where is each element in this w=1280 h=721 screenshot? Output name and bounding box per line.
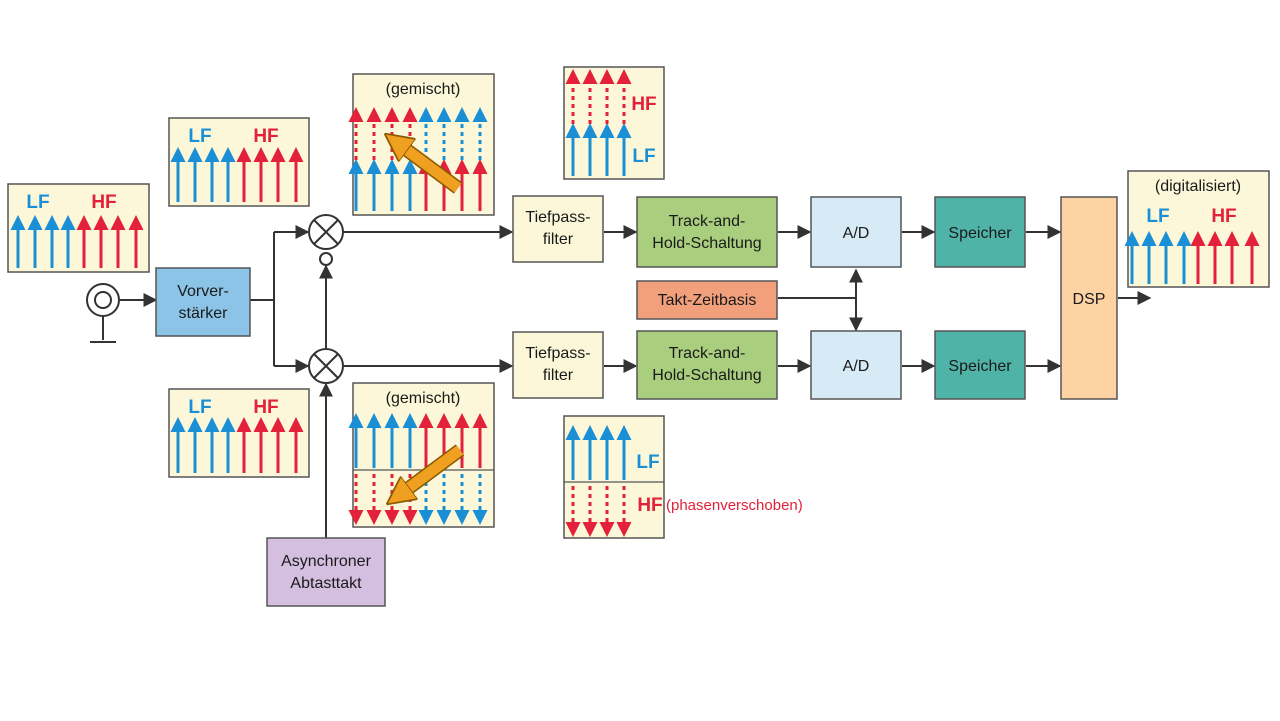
lowpass-top-label-1: Tiefpass- — [525, 209, 590, 226]
spectrum-output-lf-label: LF — [1146, 206, 1169, 227]
dsp-label: DSP — [1073, 291, 1106, 308]
spectrum-filtered-top-hf-label: HF — [631, 94, 656, 115]
ad-converter-top: A/D — [810, 196, 902, 268]
spectrum-mixed-bottom: (gemischt) — [348, 382, 495, 528]
spectrum-filtered-top: HF LF — [563, 66, 665, 180]
speicher-top-label: Speicher — [948, 225, 1012, 242]
track-hold-top: Track-and- Hold-Schaltung — [636, 196, 778, 268]
spectrum-output-hf-label: HF — [1211, 206, 1236, 227]
async-clock-label-2: Abtasttakt — [290, 575, 362, 592]
spectrum-input: LF HF — [7, 183, 150, 273]
spectrum-mixer-top-in: LF HF — [168, 117, 310, 207]
speicher-bottom-label: Speicher — [948, 358, 1012, 375]
lowpass-filter-bottom: Tiefpass- filter — [512, 331, 604, 399]
ad-converter-bottom: A/D — [810, 330, 902, 400]
connections — [120, 225, 1152, 538]
async-clock-label-1: Asynchroner — [281, 553, 371, 570]
spectrum-filtered-bottom-hf-label: HF — [637, 495, 662, 516]
async-clock-block: Asynchroner Abtasttakt — [266, 537, 386, 607]
spectrum-mixer-bottom-hf-label: HF — [253, 397, 278, 418]
spectrum-output-title: (digitalisiert) — [1155, 178, 1241, 195]
spectrum-mixed-top-title: (gemischt) — [386, 81, 461, 98]
mixer-bottom — [308, 348, 344, 384]
lowpass-bottom-label-2: filter — [543, 367, 574, 384]
spectrum-filtered-bottom: LF HF (phasenverschoben) — [563, 415, 803, 539]
preamp-label-1: Vorver- — [177, 283, 229, 300]
spectrum-output: (digitalisiert) LF HF — [1124, 170, 1270, 288]
speicher-bottom: Speicher — [934, 330, 1026, 400]
spectrum-mixer-top-lf-label: LF — [188, 126, 211, 147]
lowpass-bottom-label-1: Tiefpass- — [525, 345, 590, 362]
ad-bottom-label: A/D — [843, 358, 870, 375]
dsp-block: DSP — [1060, 196, 1118, 400]
spectrum-mixer-top-hf-label: HF — [253, 126, 278, 147]
spectrum-filtered-bottom-lf-label: LF — [636, 452, 659, 473]
mixer-top — [308, 214, 344, 266]
takt-zeitbasis-block: Takt-Zeitbasis — [636, 280, 778, 320]
track-hold-bottom-label-2: Hold-Schaltung — [652, 367, 761, 384]
track-hold-bottom: Track-and- Hold-Schaltung — [636, 330, 778, 400]
track-hold-bottom-label-1: Track-and- — [669, 345, 746, 362]
lowpass-top-label-2: filter — [543, 231, 574, 248]
track-hold-top-label-2: Hold-Schaltung — [652, 235, 761, 252]
spectrum-mixed-bottom-title: (gemischt) — [386, 390, 461, 407]
spectrum-mixed-top: (gemischt) — [348, 73, 495, 216]
spectrum-input-hf-label: HF — [91, 192, 116, 213]
antenna-icon — [86, 283, 120, 343]
ad-top-label: A/D — [843, 225, 870, 242]
spectrum-filtered-bottom-note: (phasenverschoben) — [666, 497, 803, 514]
lowpass-filter-top: Tiefpass- filter — [512, 195, 604, 263]
preamp-label-2: stärker — [179, 305, 229, 322]
spectrum-filtered-top-lf-label: LF — [632, 146, 655, 167]
speicher-top: Speicher — [934, 196, 1026, 268]
spectrum-input-lf-label: LF — [26, 192, 49, 213]
preamp-block: Vorver- stärker — [155, 267, 251, 337]
track-hold-top-label-1: Track-and- — [669, 213, 746, 230]
takt-label: Takt-Zeitbasis — [658, 292, 757, 309]
spectrum-mixer-bottom-in: LF HF — [168, 388, 310, 478]
spectrum-mixer-bottom-lf-label: LF — [188, 397, 211, 418]
